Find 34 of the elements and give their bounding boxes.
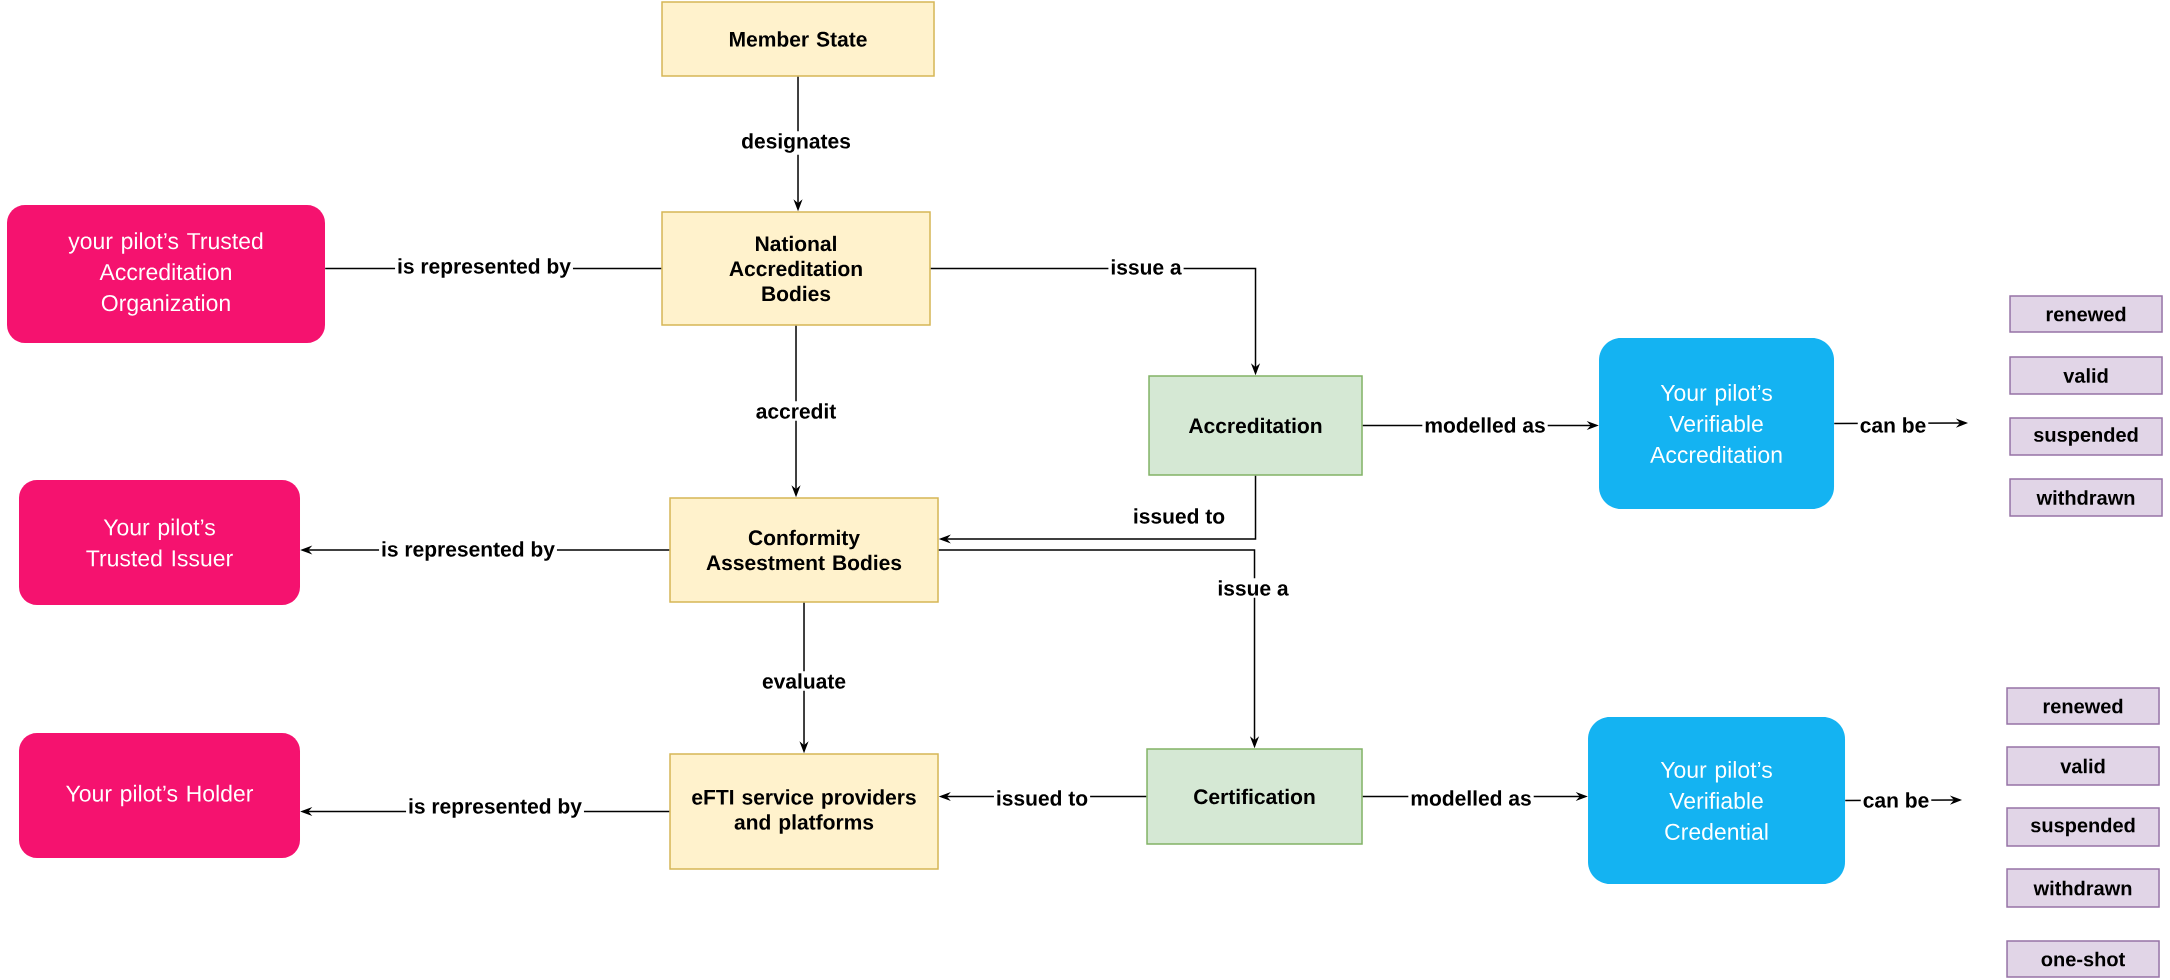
- entity-box: Member State: [661, 1, 935, 77]
- role-box: your pilot’s Trusted Accreditation Organization: [7, 205, 325, 343]
- edge-label: modelled as: [1422, 415, 1548, 435]
- status-tag: renewed: [2006, 687, 2160, 725]
- edge-label: is represented by: [379, 539, 557, 563]
- status-tag: one-shot: [2006, 940, 2160, 978]
- edge-label: can be: [1860, 790, 1932, 810]
- edge-label: is represented by: [406, 796, 584, 820]
- edge-label: issue a: [1215, 578, 1291, 598]
- status-tag: suspended: [2006, 807, 2160, 847]
- edge-label: evaluate: [760, 671, 849, 691]
- edge-label: can be: [1857, 415, 1929, 435]
- role-box: Your pilot’s Holder: [19, 733, 300, 858]
- edge-label: issue a: [1108, 257, 1184, 277]
- edge-label: issued to: [1130, 506, 1228, 526]
- entity-box: eFTI service providers and platforms: [669, 753, 939, 870]
- edge-label: is represented by: [395, 256, 573, 280]
- credential-box: Your pilot’s Verifiable Accreditation: [1599, 338, 1834, 509]
- edge-label: accredit: [753, 401, 839, 421]
- status-tag: suspended: [2009, 417, 2163, 456]
- edge-label: designates: [739, 131, 853, 155]
- edge-label: issued to: [993, 788, 1091, 808]
- role-box: Your pilot’s Trusted Issuer: [19, 480, 300, 605]
- document-box: Certification: [1146, 748, 1363, 845]
- edge-label: modelled as: [1408, 788, 1534, 808]
- status-tag: valid: [2009, 356, 2163, 395]
- status-tag: valid: [2006, 746, 2160, 786]
- document-box: Accreditation: [1148, 375, 1363, 476]
- status-tag: withdrawn: [2009, 478, 2163, 517]
- status-tag: renewed: [2009, 295, 2163, 333]
- entity-box: Conformity Assestment Bodies: [669, 497, 939, 603]
- entity-box: National Accreditation Bodies: [661, 211, 931, 326]
- credential-box: Your pilot’s Verifiable Credential: [1588, 717, 1845, 884]
- status-tag: withdrawn: [2006, 868, 2160, 908]
